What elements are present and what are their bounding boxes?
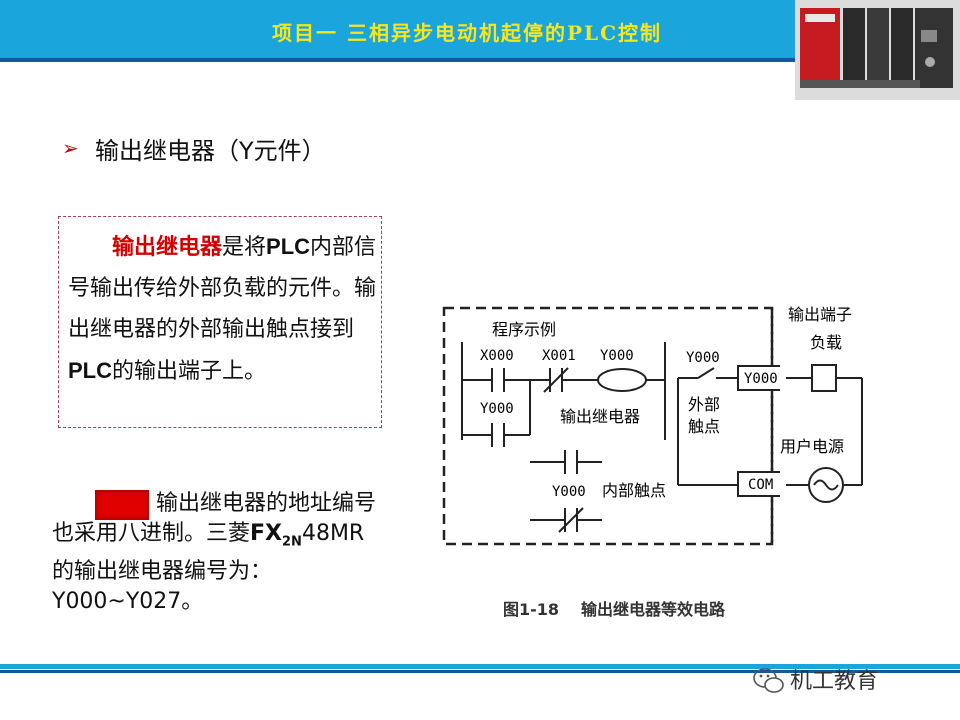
- watermark: 机工教育: [790, 669, 879, 694]
- bullet-icon: ➢: [62, 136, 79, 160]
- plc-hardware-image: [795, 0, 960, 100]
- red-marker: [95, 490, 149, 520]
- load-label: 负载: [810, 333, 842, 352]
- y000-internal-label: Y000: [552, 484, 586, 500]
- section-heading: 输出继电器（Y元件）: [95, 137, 326, 165]
- terminal-y000: [737, 365, 780, 391]
- header-divider: [0, 58, 960, 62]
- highlight-term: 输出继电器: [112, 235, 223, 260]
- internal-contact-label: 内部触点: [602, 481, 666, 500]
- plc-boundary: [442, 306, 774, 546]
- external-label-2: 触点: [688, 417, 720, 436]
- header-bar: [0, 0, 795, 58]
- user-power-label: 用户电源: [780, 437, 844, 456]
- external-contact: [697, 367, 715, 379]
- y000-coil-label: Y000: [600, 348, 634, 364]
- y000-branch-label: Y000: [480, 401, 514, 417]
- load-icon: [811, 364, 837, 392]
- svg-text:COM: COM: [748, 477, 773, 493]
- external-label-1: 外部: [688, 395, 720, 414]
- description-text: 输出继电器是将PLC内部信号输出传给外部负载的元件。输出继电器的外部输出触点接到…: [68, 234, 377, 384]
- footer-divider: [0, 670, 960, 673]
- footer-bar: [0, 664, 960, 669]
- x001-label: X001: [542, 348, 576, 364]
- y000-external-label: Y000: [686, 350, 720, 366]
- output-relay-label: 输出继电器: [560, 407, 640, 426]
- equivalent-circuit-diagram: 程序示例 X000 X001 Y000 Y000 输出继电器 Y000 内部触点…: [442, 306, 780, 546]
- wechat-icon: [753, 668, 784, 693]
- output-terminal-label: 输出端子: [788, 305, 852, 324]
- svg-text:Y000: Y000: [744, 371, 778, 387]
- external-load-circuit: 输出端子 负载 用户电源: [780, 305, 863, 503]
- plc-hardware-icon: [795, 0, 960, 100]
- y000-coil: [597, 368, 647, 392]
- program-label: 程序示例: [492, 320, 556, 339]
- x000-label: X000: [480, 348, 514, 364]
- description-frame: [58, 216, 382, 428]
- page-title: 项目一 三相异步电动机起停的PLC控制: [272, 21, 662, 45]
- terminal-com: [737, 471, 780, 497]
- note-text: 输出继电器的地址编号也采用八进制。三菱FX2N48MR的输出继电器编号为：Y00…: [52, 491, 377, 615]
